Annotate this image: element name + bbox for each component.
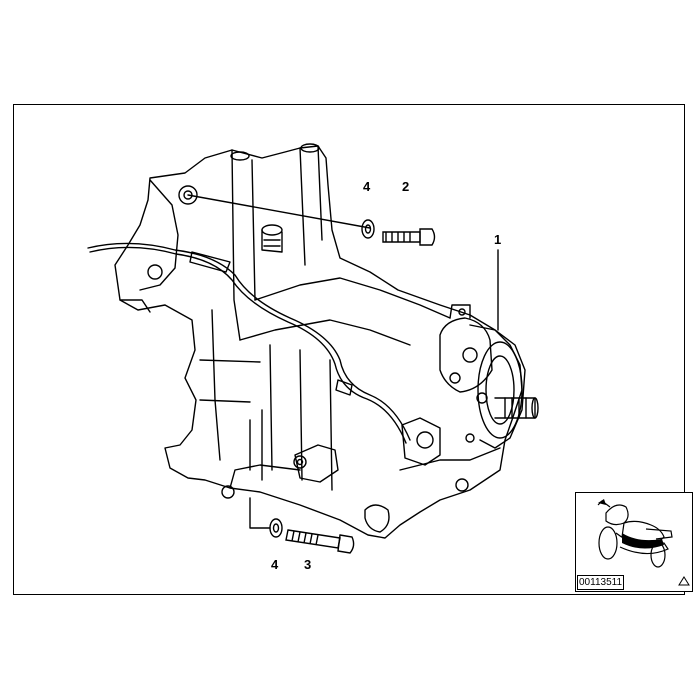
callout-4-bottom: 4 (271, 557, 279, 572)
sensor-cable (87, 242, 411, 441)
washer-4-bottom (269, 518, 283, 538)
bolt-2 (382, 228, 436, 246)
leader-line-bottom (249, 497, 271, 529)
callout-2: 2 (402, 179, 410, 194)
callout-1: 1 (494, 232, 502, 247)
bolt-3 (285, 529, 355, 554)
callout-4-top: 4 (363, 179, 371, 194)
leader-line-4-top (187, 194, 371, 229)
warning-triangle-icon (678, 576, 690, 586)
motorcycle-icon (597, 499, 673, 568)
washer-4-top (361, 219, 375, 239)
callout-3: 3 (304, 557, 312, 572)
thumbnail-label: 00113511 (577, 575, 625, 590)
diagram-frame (13, 104, 685, 595)
gearbox-housing (114, 145, 523, 539)
